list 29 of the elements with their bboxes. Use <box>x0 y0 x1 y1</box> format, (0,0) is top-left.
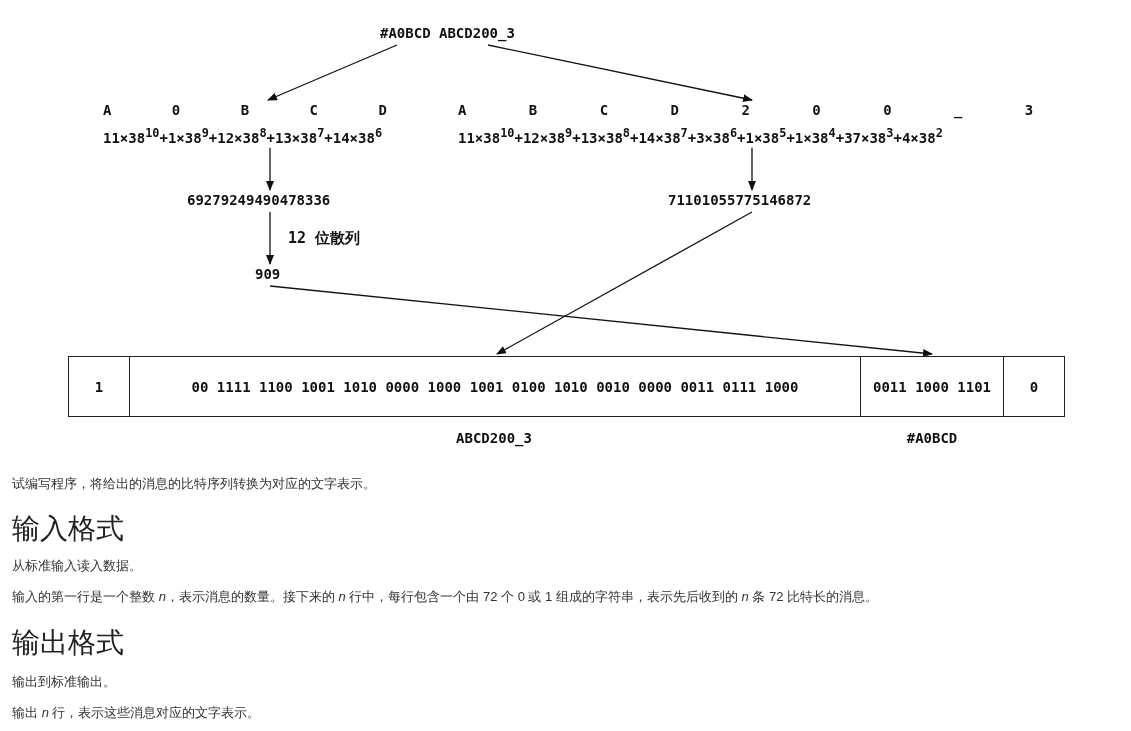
paragraph: 试编写程序，将给出的消息的比特序列转换为对应的文字表示。 <box>12 475 376 493</box>
arrow <box>748 147 756 191</box>
bit-field: 0 <box>1003 356 1065 417</box>
section-heading: 输出格式 <box>12 626 124 660</box>
formula-text: 11×38$^{10}$+1×38$^{9}$+12×38$^{8}$+13×38$^{7}$+14×38$^{6}$ <box>103 126 384 146</box>
arrow <box>266 211 274 265</box>
result-number: 69279249490478336 <box>187 192 331 208</box>
arrow <box>267 44 398 101</box>
hash-number: 909 <box>255 266 281 282</box>
character-row: A B C D 2 0 0 _ 3 <box>458 102 1034 118</box>
paragraph: 从标准输入读入数据。 <box>12 557 142 575</box>
field-label: ABCD200_3 <box>456 430 532 446</box>
arrow <box>269 285 933 358</box>
arrow <box>487 44 753 103</box>
arrow <box>496 211 753 355</box>
message-text: #A0BCD ABCD200_3 <box>380 25 515 41</box>
paragraph: 输出到标准输出。 <box>12 673 116 691</box>
result-number: 71101055775146872 <box>668 192 812 208</box>
field-label: #A0BCD <box>906 430 958 446</box>
section-heading: 输入格式 <box>12 512 124 546</box>
character-row: A 0 B C D <box>103 102 387 118</box>
bit-field: 00 1111 1100 1001 1010 0000 1000 1001 0100 1010 0010 0000 0011 0111 1000 <box>129 356 861 417</box>
paragraph: 输出 n 行，表示这些消息对应的文字表示。 <box>12 704 261 722</box>
paragraph: 输入的第一行是一个整数 n，表示消息的数量。接下来的 n 行中，每行包含一个由 72 个 0 或 1 组成的字符串，表示先后收到的 n 条 72 比特长的消息。 <box>12 588 879 606</box>
bit-field: 0011 1000 1101 <box>860 356 1004 417</box>
bit-field: 1 <box>68 356 130 417</box>
arrow <box>266 147 274 191</box>
edge-label: 12 位散列 <box>286 229 363 248</box>
formula-text: 11×38$^{10}$+12×38$^{9}$+13×38$^{8}$+14×38$^{7}$+3×38$^{6}$+1×38$^{5}$+1×38$^{4}$+37×38$^{3}$+4×38$^{2}$ <box>458 126 944 146</box>
